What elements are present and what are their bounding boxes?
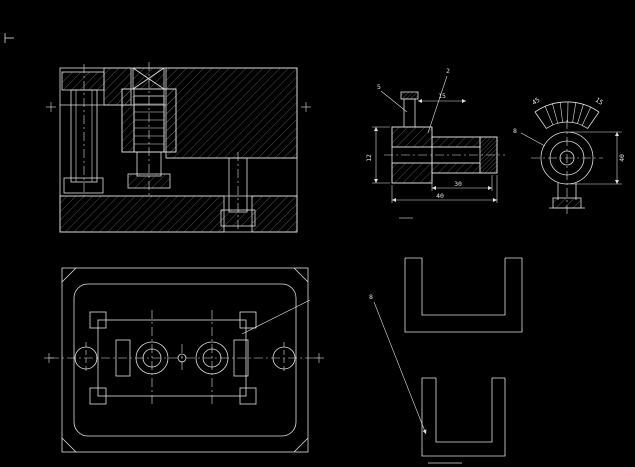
plan-centerlines [50, 310, 318, 406]
top-dim-text: 15 [438, 92, 446, 100]
fan-label-left: 45 [530, 96, 541, 107]
detail-dimensions [372, 98, 498, 219]
plan-outline [61, 267, 309, 453]
left-dim-text: 12 [365, 154, 373, 162]
ejector-pin [220, 152, 256, 232]
corner-chamfers [61, 267, 309, 453]
top-pin [400, 91, 419, 128]
section-view[interactable] [46, 62, 311, 233]
u-bracket-large [404, 257, 523, 333]
return-pin-squares [89, 311, 257, 405]
bracket-leader-line [373, 301, 427, 435]
endview-right-dim-text: 40 [618, 154, 626, 162]
u-bracket-small [421, 377, 506, 464]
stray-mark [4, 33, 14, 43]
hatched-plates [59, 67, 298, 233]
outer-bottom-dim-text: 40 [436, 192, 444, 200]
plan-view[interactable] [44, 267, 324, 453]
leader-label-1: 5 [377, 83, 381, 91]
detail-texts: 5 2 15 12 30 40 [365, 67, 462, 200]
fan-hatch [544, 101, 591, 126]
detail-section-view[interactable]: 5 2 15 12 30 40 [365, 67, 505, 219]
flange [391, 126, 433, 184]
plan-datum-marks [44, 353, 324, 363]
fan-label-right: 15 [594, 96, 605, 107]
end-crosshair [531, 120, 603, 214]
inner-bottom-dim-text: 30 [454, 180, 462, 188]
punch-assembly [121, 62, 177, 196]
bracket-view[interactable]: 8 [369, 257, 523, 464]
end-stem [549, 183, 585, 209]
end-texts: 45 15 8 40 [513, 96, 626, 162]
plate-inner-outline [73, 283, 297, 437]
end-view[interactable]: 45 15 8 40 [513, 96, 626, 214]
detail-leaders [380, 75, 448, 134]
endview-leader-label: 8 [513, 127, 517, 135]
datum-marks [46, 102, 311, 112]
guide-pillar [61, 64, 105, 196]
leader-label-2: 2 [446, 67, 450, 75]
plan-leader-line [241, 299, 311, 335]
bracket-leader-label: 8 [369, 293, 373, 301]
end-dimensions [520, 131, 622, 185]
